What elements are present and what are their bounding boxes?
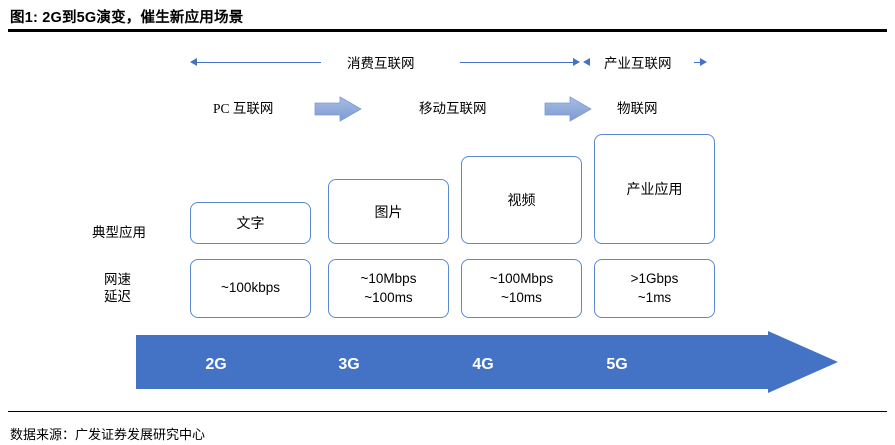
footer-divider xyxy=(8,411,887,413)
generation-label-5g: 5G xyxy=(606,356,628,373)
application-box-2g[interactable]: 文字 xyxy=(190,202,311,244)
segment-band: 消费互联网 产业互联网 xyxy=(0,52,895,74)
era-label-mobile-internet: 移动互联网 xyxy=(419,101,487,116)
application-box-5g[interactable]: 产业应用 xyxy=(594,134,715,244)
diagram-canvas: 消费互联网 产业互联网 PC 互联网 移动互联网 xyxy=(0,34,895,409)
row-caption-speed-latency: 网速 延迟 xyxy=(104,272,131,304)
speed-box-label: ~100Mbps ~10ms xyxy=(489,271,554,305)
speed-box-label: ~100kbps xyxy=(221,280,280,296)
speed-box-label: ~10Mbps ~100ms xyxy=(360,271,417,305)
arrow-head-right-icon xyxy=(573,58,580,66)
generation-label-3g: 3G xyxy=(338,356,360,373)
block-arrow-1-icon xyxy=(314,96,362,122)
era-label-iot: 物联网 xyxy=(617,101,658,116)
application-box-4g[interactable]: 视频 xyxy=(461,156,582,244)
speed-box-4g[interactable]: ~100Mbps ~10ms xyxy=(461,259,582,318)
row-caption-applications: 典型应用 xyxy=(92,225,146,240)
arrow-head-right-industrial-icon xyxy=(700,58,707,66)
era-label-pc-internet: PC 互联网 xyxy=(213,101,274,116)
industrial-segment-line xyxy=(694,62,703,64)
era-row: PC 互联网 移动互联网 xyxy=(0,91,895,125)
industrial-internet-label: 产业互联网 xyxy=(604,56,672,71)
consumer-segment-line-left xyxy=(197,62,321,64)
block-arrow-2-icon xyxy=(544,96,592,122)
generation-label-2g: 2G xyxy=(205,356,227,373)
application-box-label: 图片 xyxy=(374,205,403,221)
generation-timeline-arrow-icon xyxy=(136,331,838,393)
speed-box-label: >1Gbps ~1ms xyxy=(630,271,679,305)
application-box-label: 产业应用 xyxy=(626,183,683,198)
page-title: 图1: 2G到5G演变，催生新应用场景 xyxy=(10,10,244,26)
source-note: 数据来源：广发证券发展研究中心 xyxy=(10,427,206,442)
speed-box-3g[interactable]: ~10Mbps ~100ms xyxy=(328,259,449,318)
arrow-head-left-industrial-icon xyxy=(583,58,590,66)
application-box-3g[interactable]: 图片 xyxy=(328,179,449,244)
title-divider xyxy=(8,29,887,32)
consumer-internet-label: 消费互联网 xyxy=(347,56,415,71)
application-box-label: 视频 xyxy=(507,194,536,209)
generation-label-4g: 4G xyxy=(472,356,494,373)
speed-box-5g[interactable]: >1Gbps ~1ms xyxy=(594,259,715,318)
application-box-label: 文字 xyxy=(236,217,265,232)
consumer-segment-line-right xyxy=(460,62,578,64)
arrow-head-left-icon xyxy=(190,58,197,66)
speed-box-2g[interactable]: ~100kbps xyxy=(190,259,311,318)
